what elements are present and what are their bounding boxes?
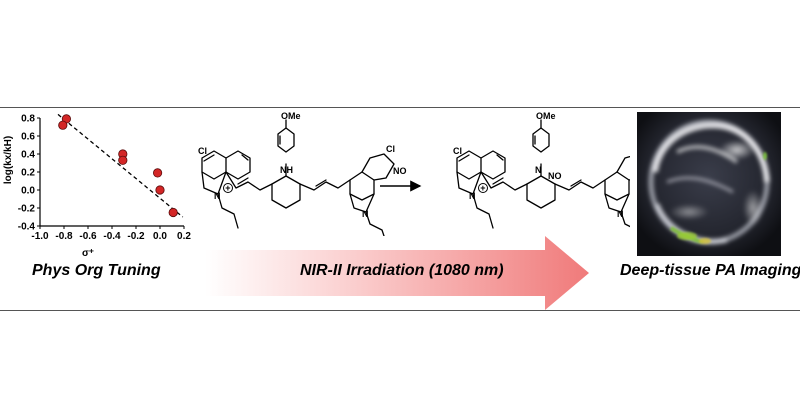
left-chain <box>225 171 273 191</box>
data-point <box>118 155 128 165</box>
hammett-plot: -1.0 -0.8 -0.6 -0.4 -0.2 0.0 0.2 0.8 0.6 0.4 0.2 0.… <box>3 113 192 259</box>
top-divider <box>0 107 800 108</box>
chlorine-right: Cl <box>386 144 395 154</box>
right-ring-c <box>349 193 375 213</box>
nitrogen-right: N <box>617 209 624 219</box>
right-ring-b <box>616 155 630 181</box>
right-chain <box>299 179 351 191</box>
caption-phys-org-tuning: Phys Org Tuning <box>32 262 161 279</box>
right-chain-double <box>570 179 582 187</box>
left-butyl <box>472 193 494 229</box>
methoxy-label: OMe <box>281 111 301 121</box>
amine-label: NH <box>280 165 293 175</box>
right-chain <box>554 179 606 191</box>
y-tick-label: 0.6 <box>21 132 35 143</box>
data-point <box>58 120 68 130</box>
central-ring <box>271 175 301 209</box>
reagent-label: NO <box>393 166 407 176</box>
right-butyl <box>365 211 385 236</box>
left-chain-double <box>237 177 249 185</box>
y-tick-label: -0.2 <box>18 204 36 215</box>
fit-line-segment <box>57 113 184 218</box>
x-tick-label: -1.0 <box>31 231 49 242</box>
y-tick-label: 0.2 <box>21 168 35 179</box>
positive-charge: + <box>225 183 230 193</box>
left-ring-c <box>456 171 482 195</box>
right-ring-c <box>604 193 630 213</box>
data-point <box>155 185 165 195</box>
x-axis-label: σ⁺ <box>82 248 94 258</box>
data-point <box>168 207 178 218</box>
charge-circle <box>223 183 233 193</box>
x-tick-label: 0.0 <box>153 231 167 242</box>
nitroso-label: NO <box>548 171 562 181</box>
right-butyl <box>620 211 630 228</box>
right-ring-b <box>361 153 395 181</box>
left-ring-double <box>458 154 470 162</box>
data-point <box>153 168 163 178</box>
bottom-divider <box>0 310 800 311</box>
caption-nir-irradiation: NIR-II Irradiation (1080 nm) <box>300 262 504 279</box>
x-tick-label: -0.4 <box>103 231 121 242</box>
y-tick-label: 0.8 <box>21 114 35 125</box>
amine-label: N <box>535 165 542 175</box>
left-chain <box>480 171 528 191</box>
irradiation-arrow <box>205 236 589 310</box>
x-tick-label: -0.6 <box>79 231 97 242</box>
positive-charge: + <box>480 183 485 193</box>
nitrogen-right: N <box>362 209 369 219</box>
right-chain-double <box>315 179 327 187</box>
x-tick-label: -0.2 <box>127 231 145 242</box>
left-ring-b <box>225 150 251 180</box>
right-ring-a <box>604 171 630 201</box>
x-tick-label: -0.8 <box>55 231 73 242</box>
y-axis-label: log(kx/kH) <box>3 136 14 184</box>
left-ring-c <box>201 171 227 195</box>
left-chain-double <box>492 177 504 185</box>
right-ring-a <box>349 171 375 201</box>
nitrogen-left: N <box>214 191 221 201</box>
plot-axes <box>37 117 185 229</box>
x-tick-label: 0.2 <box>177 231 191 242</box>
data-points <box>58 114 178 218</box>
methoxy-label: OMe <box>536 111 556 121</box>
y-tick-label: 0.4 <box>21 150 35 161</box>
chlorine-left: Cl <box>453 146 462 156</box>
chlorine-left: Cl <box>198 146 207 156</box>
left-ring-b <box>480 150 506 180</box>
left-ring-double-2 <box>241 154 249 161</box>
plot-tick-labels: -1.0 -0.8 -0.6 -0.4 -0.2 0.0 0.2 0.8 0.6 0.4 0.2 0.… <box>18 114 192 243</box>
caption-pa-imaging: Deep-tissue PA Imaging <box>620 262 800 279</box>
charge-circle <box>478 183 488 193</box>
y-tick-label: -0.4 <box>18 222 36 233</box>
y-tick-label: 0.0 <box>21 186 35 197</box>
reaction-arrow: NO <box>380 166 422 192</box>
left-ring-double <box>203 154 215 162</box>
fit-line <box>57 113 184 218</box>
left-butyl <box>217 193 239 229</box>
nitrogen-left: N <box>469 191 476 201</box>
left-ring-double-2 <box>496 154 504 161</box>
pa-imaging-photo <box>637 112 781 256</box>
